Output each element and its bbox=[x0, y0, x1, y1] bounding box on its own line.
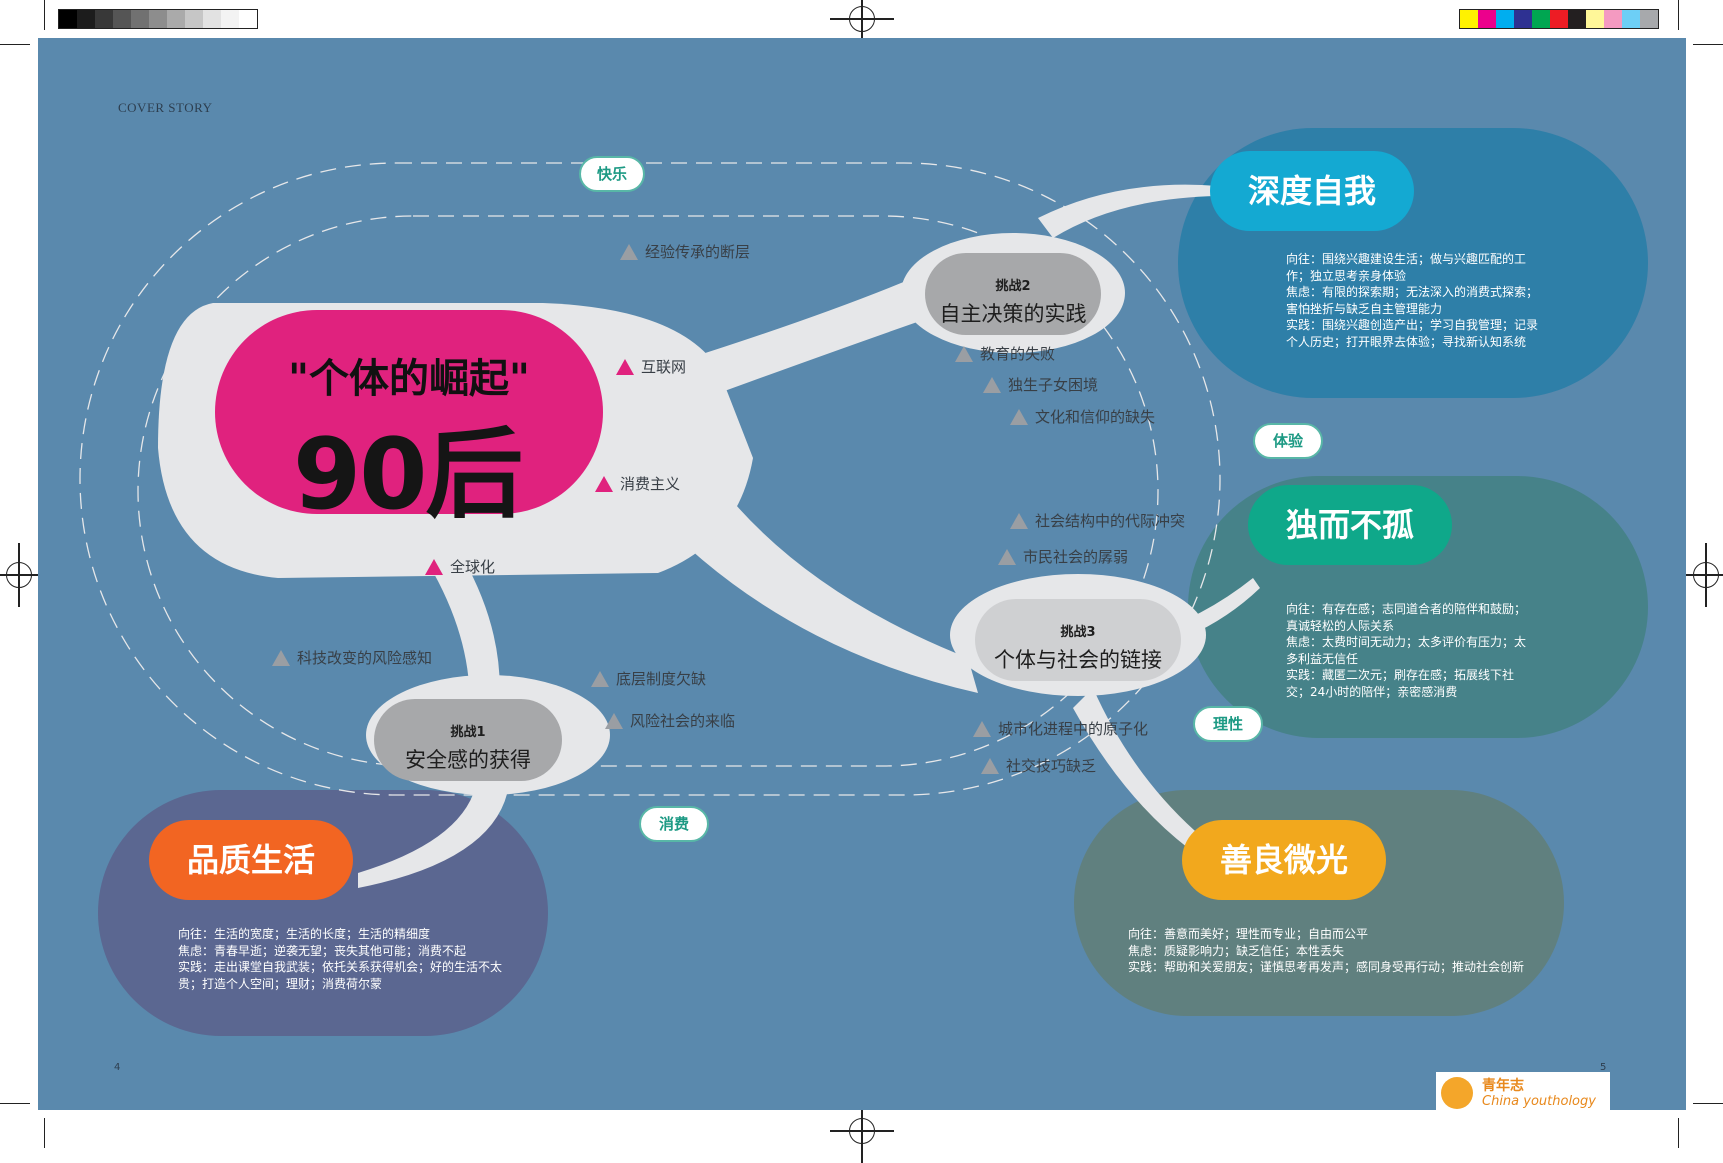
registration-mark-left bbox=[0, 543, 51, 607]
challenge3-issue: 城市化进程中的原子化 bbox=[973, 718, 1148, 739]
outcome-kindness-title: 善良微光 bbox=[1182, 820, 1386, 900]
pink-triangle-icon bbox=[616, 358, 634, 375]
magazine-spread: COVER STORY 4 5 "个体的崛起" 90后 快乐 体验 理性 消费 … bbox=[38, 38, 1686, 1110]
gray-triangle-icon bbox=[983, 376, 1001, 393]
challenge1-issue: 风险社会的来临 bbox=[605, 710, 735, 731]
challenge2-node: 挑战2 自主决策的实践 bbox=[925, 253, 1101, 335]
gray-triangle-icon bbox=[955, 345, 973, 362]
section-header: COVER STORY bbox=[118, 100, 213, 115]
outcome-quality-life-desc: 向往：生活的宽度；生活的长度；生活的精细度 焦虑：青春早逝；逆袭无望；丧失其他可… bbox=[178, 927, 503, 991]
outcome-quality-life-title: 品质生活 bbox=[149, 820, 353, 900]
gray-triangle-icon bbox=[998, 548, 1016, 565]
page-number-left: 4 bbox=[114, 1062, 121, 1073]
challenge3-text: 个体与社会的链接 bbox=[994, 648, 1162, 672]
challenge2-issue: 教育的失败 bbox=[955, 343, 1055, 364]
tag-happiness: 快乐 bbox=[579, 156, 645, 192]
registration-mark-bottom bbox=[830, 1099, 894, 1163]
gray-triangle-icon bbox=[605, 712, 623, 729]
challenge1-issue: 科技改变的风险感知 bbox=[272, 647, 432, 668]
gray-triangle-icon bbox=[272, 649, 290, 666]
gray-triangle-icon bbox=[1010, 512, 1028, 529]
challenge2-issue: 经验传承的断层 bbox=[620, 241, 750, 262]
gray-triangle-icon bbox=[620, 243, 638, 260]
challenge1-text: 安全感的获得 bbox=[405, 748, 531, 772]
color-bar bbox=[1459, 9, 1659, 29]
dashed-loop-outer bbox=[79, 162, 1221, 796]
challenge3-issue: 市民社会的孱弱 bbox=[998, 546, 1128, 567]
challenge3-issue: 社会结构中的代际冲突 bbox=[1010, 510, 1185, 531]
page-number-right: 5 bbox=[1600, 1062, 1607, 1073]
outcome-alone-desc: 向往：有存在感；志同道合者的陪伴和鼓励； 真诚轻松的人际关系 焦虑：太费时间无动… bbox=[1286, 602, 1527, 699]
center-issue-internet: 互联网 bbox=[616, 356, 686, 377]
challenge2-issue: 独生子女困境 bbox=[983, 374, 1098, 395]
outcome-kindness-desc: 向往：善意而美好；理性而专业；自由而公平 焦虑：质疑影响力；缺乏信任；本性丢失 … bbox=[1128, 927, 1525, 974]
center-issue-consumerism: 消费主义 bbox=[595, 473, 680, 494]
tag-experience: 体验 bbox=[1253, 423, 1323, 459]
center-issue-globalization: 全球化 bbox=[425, 556, 495, 577]
challenge2-issue: 文化和信仰的缺失 bbox=[1010, 406, 1155, 427]
outcome-deep-self-title: 深度自我 bbox=[1210, 151, 1414, 231]
dashed-loop-inner bbox=[137, 215, 1159, 767]
challenge1-issue: 底层制度欠缺 bbox=[591, 668, 706, 689]
center-title: "个体的崛起" bbox=[288, 356, 530, 402]
logo-en-text: China youthology bbox=[1482, 1094, 1596, 1109]
gray-triangle-icon bbox=[1010, 408, 1028, 425]
pink-triangle-icon bbox=[425, 558, 443, 575]
challenge1-node: 挑战1 安全感的获得 bbox=[374, 699, 562, 781]
challenge3-label: 挑战3 bbox=[1060, 625, 1096, 640]
challenge3-issue: 社交技巧缺乏 bbox=[981, 755, 1096, 776]
gray-triangle-icon bbox=[591, 670, 609, 687]
outcome-alone-title: 独而不孤 bbox=[1248, 485, 1452, 565]
outcome-deep-self-desc: 向往：围绕兴趣建设生活；做与兴趣匹配的工 作；独立思考亲身体验 焦虑：有限的探索… bbox=[1286, 252, 1539, 349]
logo-cn-text: 青年志 bbox=[1482, 1078, 1524, 1094]
center-node-pill bbox=[215, 310, 603, 514]
gray-triangle-icon bbox=[973, 720, 991, 737]
center-subtitle: 90后 bbox=[293, 418, 523, 532]
challenge2-label: 挑战2 bbox=[995, 279, 1031, 294]
tag-consumption: 消费 bbox=[639, 806, 709, 842]
challenge1-label: 挑战1 bbox=[450, 725, 486, 740]
challenge2-text: 自主决策的实践 bbox=[939, 302, 1087, 326]
registration-mark-top bbox=[830, 0, 894, 51]
pink-triangle-icon bbox=[595, 475, 613, 492]
registration-mark-right bbox=[1674, 543, 1723, 607]
grayscale-bar bbox=[58, 9, 258, 29]
sun-logo-icon bbox=[1441, 1077, 1473, 1109]
tag-rational: 理性 bbox=[1193, 706, 1263, 742]
gray-triangle-icon bbox=[981, 757, 999, 774]
challenge3-node: 挑战3 个体与社会的链接 bbox=[975, 599, 1181, 681]
